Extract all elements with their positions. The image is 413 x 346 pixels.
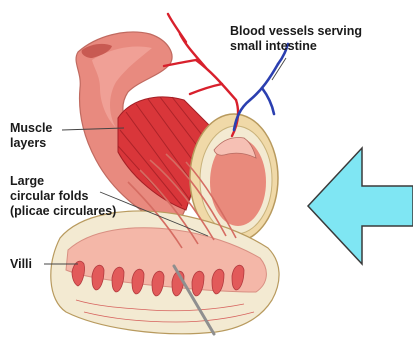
label-villi-text: Villi <box>10 257 32 272</box>
label-circular-folds-line-2: circular folds <box>10 189 116 204</box>
label-circular-folds-line-1: Large <box>10 174 116 189</box>
label-muscle-layers-line-1: Muscle <box>10 121 52 136</box>
label-blood-vessels-line-2: small intestine <box>230 39 362 54</box>
label-muscle-layers-line-2: layers <box>10 136 52 151</box>
label-blood-vessels-line-1: Blood vessels serving <box>230 24 362 39</box>
label-villi: Villi <box>10 257 32 272</box>
left-arrow-icon <box>308 148 413 264</box>
label-circular-folds-line-3: (plicae circulares) <box>10 204 116 219</box>
label-muscle-layers: Muscle layers <box>10 121 52 151</box>
label-blood-vessels: Blood vessels serving small intestine <box>230 24 362 54</box>
label-circular-folds: Large circular folds (plicae circulares) <box>10 174 116 219</box>
